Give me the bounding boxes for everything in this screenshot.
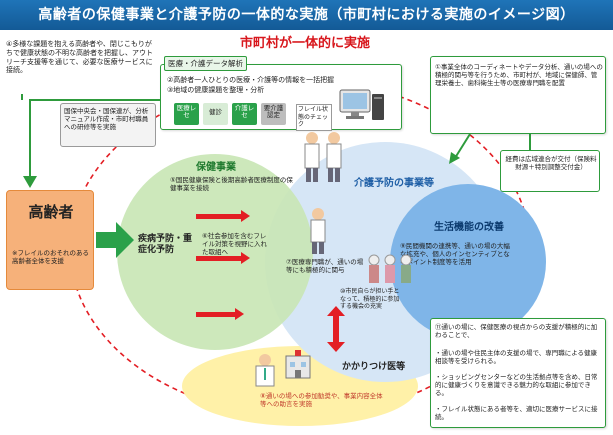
note-11-item-3: ・フレイル状態にある者等を、適切に医療サービスに接続。: [435, 405, 598, 422]
red-arrow-3: [196, 308, 244, 320]
chip-care-receipt: 介護レセ: [232, 103, 257, 125]
note-7: ⑦医療専門職が、通いの場等にも積極的に関与: [286, 258, 364, 275]
municipality-label: 市町村が一体的に実施: [240, 36, 371, 51]
note-4: ④多様な課題を抱える高齢者や、閉じこもりがちで健康状態の不明な高齢者を把握し、ア…: [6, 40, 153, 75]
life-circle: [390, 184, 546, 340]
elderly-title: 高齢者: [28, 203, 74, 221]
note-6: ⑥社会参加を含むフレイル対策を視野に入れた取組へ: [202, 232, 267, 257]
note-9: ⑨民間機関の連携等、通いの場の大幅な拡充や、個人のインセンティブとなるポイント制…: [400, 242, 510, 267]
note-10: ⑩市民自らが担い手となって、積極的に参加する機会の充実: [340, 288, 400, 310]
computer-icon: [338, 88, 388, 128]
health-note-5: ⑤国民健康保険と後期高齢者医療制度の保健事業を接続: [170, 176, 293, 193]
funding-box: 経費は広域連合が交付（保険料財源＋特別調整交付金）: [500, 150, 600, 192]
doctor-link-arrow: [327, 306, 345, 352]
clinic-building-icon: [285, 350, 311, 379]
life-improvement-title: 生活機能の改善: [434, 222, 504, 233]
disease-prevention-title: 疾病予防・重症化予防: [138, 234, 193, 256]
elderly-group-illustration: [368, 254, 412, 283]
red-arrow-1: [196, 210, 250, 222]
health-program-title: 保健事業: [196, 162, 236, 173]
doctor-illustration: [255, 354, 275, 387]
data-analysis-tab: 医療・介護データ解析: [164, 56, 247, 71]
elderly-arrow: [96, 222, 134, 258]
note-11-head: ⑪通いの場に、保健医療の視点からの支援が積極的に加わることで、: [435, 323, 598, 340]
note-8: ⑧通いの場への参加勧奨や、事業内容全体等への助言を実施: [260, 392, 383, 409]
note-11-box: ⑪通いの場に、保健医療の視点からの支援が積極的に加わることで、 ・通いの場や住民…: [430, 318, 606, 428]
health-circle: [117, 154, 313, 350]
red-arrow-2: [196, 252, 250, 264]
analysis-line-2: ②高齢者一人ひとりの医療・介護等の情報を一括把握: [167, 76, 335, 84]
care-program-title: 介護予防の事業等: [354, 178, 434, 189]
national-support-text: 国保中央会・国保連が、分析マニュアル作成・市町村職員への研修等を実施: [64, 107, 149, 132]
note-11-item-1: ・通いの場や住民主体の支援の場で、専門職による健康相談等を受けられる。: [435, 349, 598, 366]
elderly-note: ※フレイルのおそれのある高齢者全体を支援: [12, 249, 89, 266]
chip-checkup: 健診: [203, 103, 228, 125]
title-banner: 高齢者の保健事業と介護予防の一体的な実施（市町村における実施のイメージ図）: [0, 0, 613, 30]
note-11-item-2: ・ショッピングセンターなどの生活拠点等を含め、日常的に健康づくりを意識できる魅力…: [435, 373, 598, 398]
funding-text: 経費は広域連合が交付（保険料財源＋特別調整交付金）: [505, 155, 597, 172]
national-support-box: 国保中央会・国保連が、分析マニュアル作成・市町村職員への研修等を実施: [60, 103, 156, 147]
note-1-box: ①事業全体のコーディネートやデータ分析、通いの場への積極的関与等を行うため、市町…: [430, 56, 606, 134]
nurse-illustration: [310, 208, 326, 254]
chip-medical-receipt: 医療レセ: [174, 103, 199, 125]
note-1-text: ①事業全体のコーディネートやデータ分析、通いの場への積極的関与等を行うため、市町…: [435, 63, 603, 88]
staff-group-illustration: [304, 132, 342, 182]
doctor-title: かかりつけ医等: [342, 362, 406, 372]
analysis-line-3: ③地域の健康課題を整理・分析: [167, 86, 265, 94]
chip-care-certification: 要介護認定: [261, 103, 286, 125]
frailty-check-label: フレイル状態のチェック: [296, 104, 332, 131]
elderly-box: 高齢者 ※フレイルのおそれのある高齢者全体を支援: [6, 190, 94, 290]
